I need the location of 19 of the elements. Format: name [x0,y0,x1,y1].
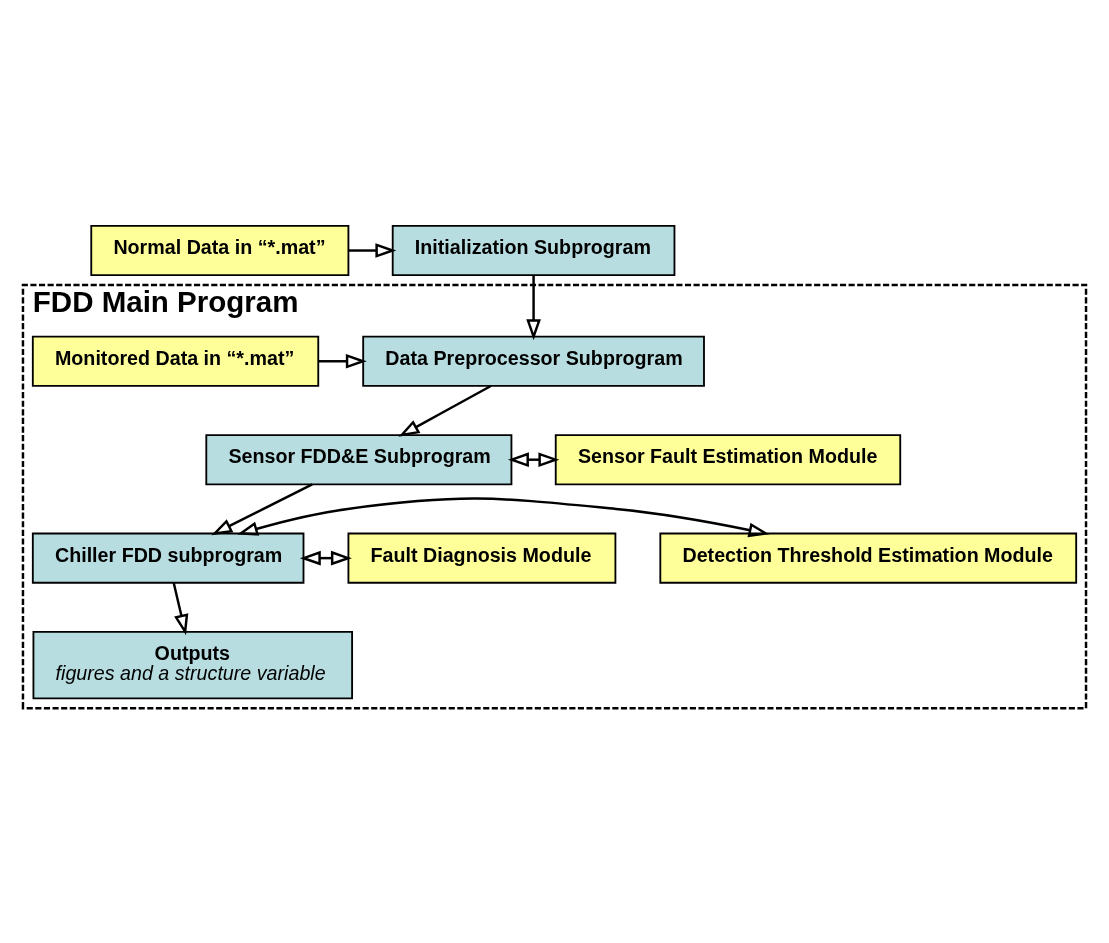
arrow [508,451,560,467]
node-box: Monitored Data in “*.mat” [31,335,320,387]
node-box: Outputs figures and a structure variable [32,630,354,699]
arrow [172,582,189,635]
arrow [526,274,541,340]
node-box: Initialization Subprogram [391,224,676,276]
arrow [398,384,492,437]
node-box: Data Preprocessor Subprogram [362,335,705,387]
node-box: Sensor FDD&E Subprogram [205,433,513,485]
arrow [211,482,313,535]
node-box: Sensor Fault Estimation Module [554,433,902,485]
arrow [318,353,367,369]
arrow [348,242,397,258]
node-box: Fault Diagnosis Module [347,532,617,584]
arrow [237,496,770,537]
arrow [299,550,352,565]
node-box: Detection Threshold Estimation Module [659,532,1078,584]
node-box: Chiller FDD subprogram [31,532,305,584]
node-box: Normal Data in “*.mat” [90,224,350,276]
